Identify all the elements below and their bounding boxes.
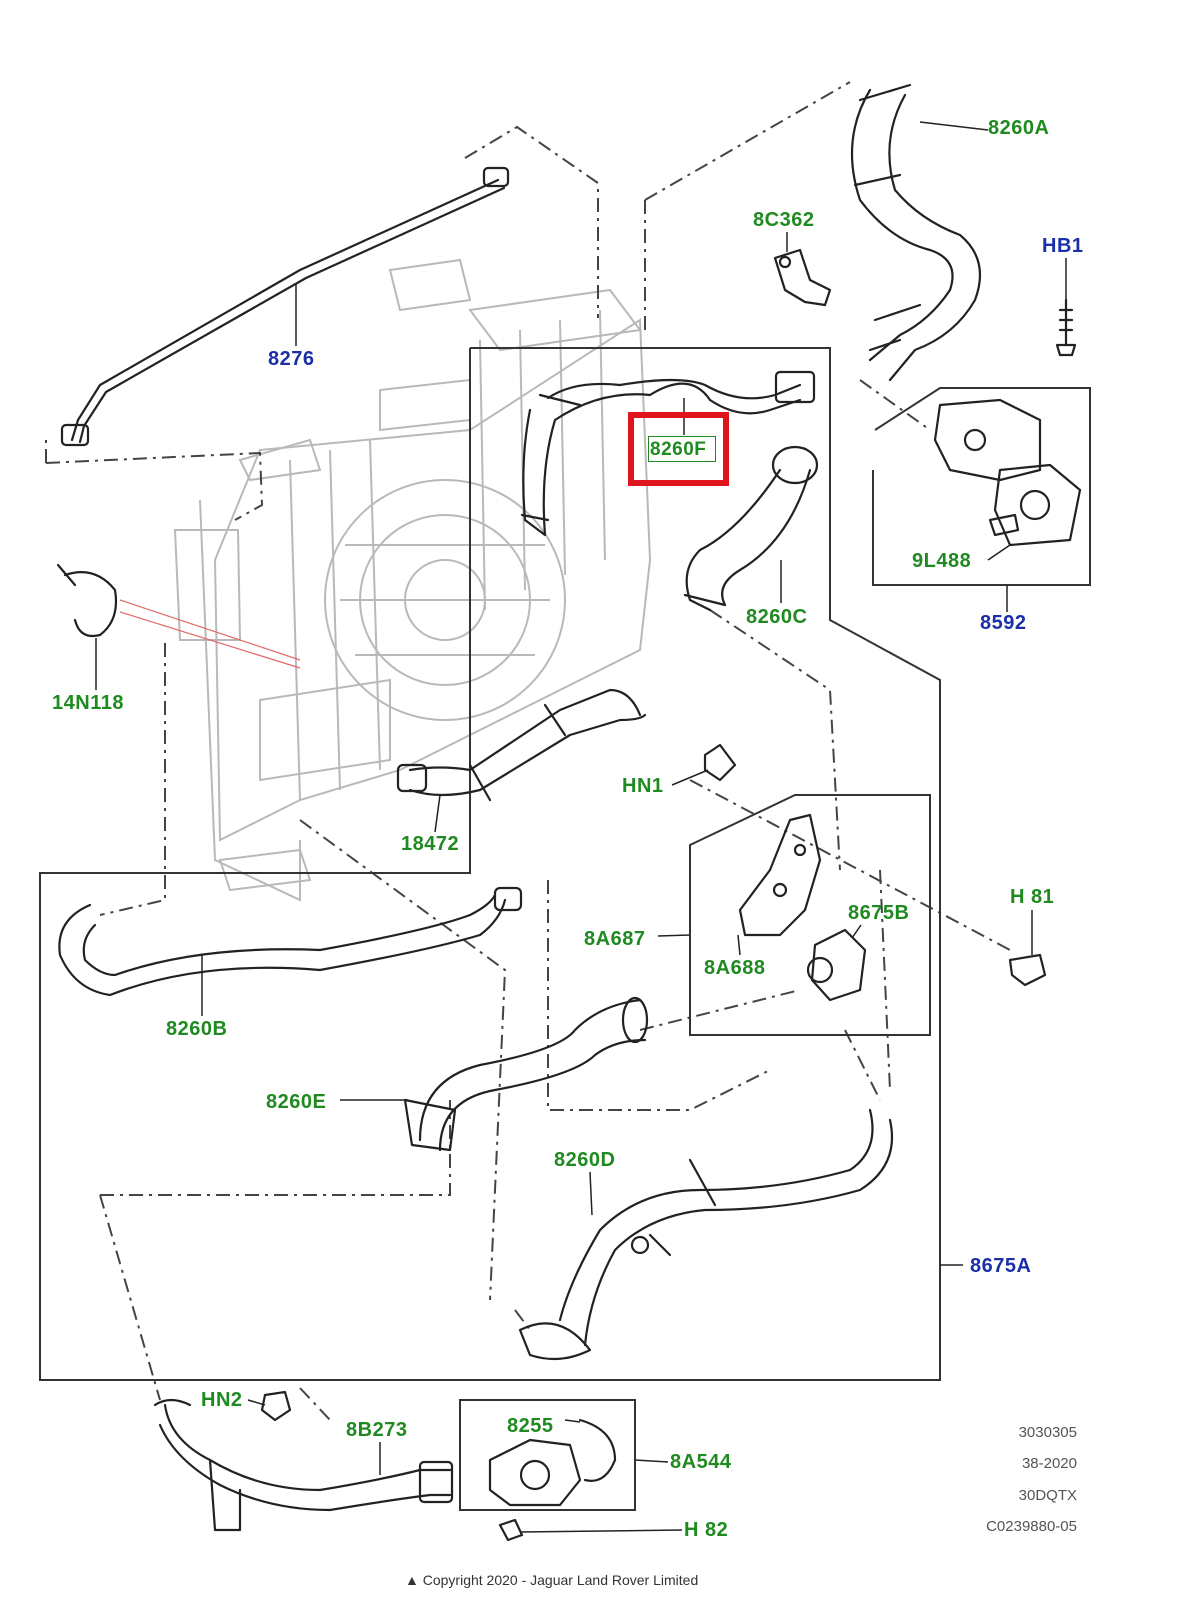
label-leader-lines [95,121,1067,1533]
part-8255-thermostat [488,1438,582,1507]
box-8a544-group [459,1399,636,1511]
label-14N118[interactable]: 14N118 [52,692,124,714]
diagram-code: 3030305 [1018,1424,1077,1441]
label-8675A[interactable]: 8675A [970,1255,1032,1277]
label-9L488[interactable]: 9L488 [912,550,972,572]
part-9L488-seal [988,513,1020,537]
diagram-ref: C0239880-05 [986,1518,1077,1535]
label-18472[interactable]: 18472 [401,833,460,855]
label-8260B[interactable]: 8260B [166,1018,228,1040]
label-HN1[interactable]: HN1 [622,775,664,797]
box-8260c-group [39,347,941,1381]
part-8260C-hose [685,468,782,612]
part-8276-pipe [70,178,500,442]
part-14N118-clip [63,571,118,638]
part-8260E-hose [418,998,642,1142]
part-8C362-sensor [773,248,832,307]
label-8276[interactable]: 8276 [268,348,315,370]
part-8B273-hose [163,1403,452,1492]
label-8260C[interactable]: 8260C [746,606,808,628]
label-8C362[interactable]: 8C362 [753,209,815,231]
part-8260A-hose [850,88,954,362]
part-H82-bolt [498,1518,524,1542]
assembly-boxes [39,347,1091,1511]
label-HN2[interactable]: HN2 [201,1389,243,1411]
part-8260F-hose [522,382,802,537]
part-18472-pipe [408,688,642,772]
label-8A687[interactable]: 8A687 [584,928,646,950]
part-8260B-hose [58,898,507,997]
assembly-dashdot-lines [45,81,1011,1421]
part-H81-bolt [1008,953,1047,987]
part-8A687-bracket [738,813,822,937]
label-8260E[interactable]: 8260E [266,1091,327,1113]
copyright-notice: ▲ Copyright 2020 - Jaguar Land Rover Lim… [405,1572,699,1588]
label-8A544[interactable]: 8A544 [670,1451,732,1473]
label-8260A[interactable]: 8260A [988,117,1050,139]
diagram-date: 38-2020 [1021,1455,1077,1472]
label-8260F[interactable]: 8260F [650,439,707,460]
box-8a687-group [689,794,931,1036]
label-8675B[interactable]: 8675B [848,902,910,924]
callout-box-8260f [648,436,716,462]
label-8B273[interactable]: 8B273 [346,1419,408,1441]
part-HN1-nut [703,743,737,782]
part-8260D-hose [558,1108,874,1322]
parts-linework [56,83,1082,1542]
label-8A688[interactable]: 8A688 [704,957,766,979]
part-8675B-outlet [810,928,867,1002]
label-H81[interactable]: H 81 [1010,886,1055,908]
label-8260D[interactable]: 8260D [554,1149,616,1171]
label-8592[interactable]: 8592 [980,612,1027,634]
part-HB1-bolt [1058,298,1074,347]
part-HN2-nut [260,1390,292,1422]
diagram-model: 30DQTX [1018,1487,1077,1504]
highlight-8260f [628,412,729,486]
part-8592-housing [933,398,1042,482]
box-8592-group [872,387,1091,586]
radiator-fan-module-ghost [173,258,652,902]
label-HB1[interactable]: HB1 [1042,235,1084,257]
label-H82[interactable]: H 82 [684,1519,729,1541]
label-8255[interactable]: 8255 [507,1415,554,1437]
